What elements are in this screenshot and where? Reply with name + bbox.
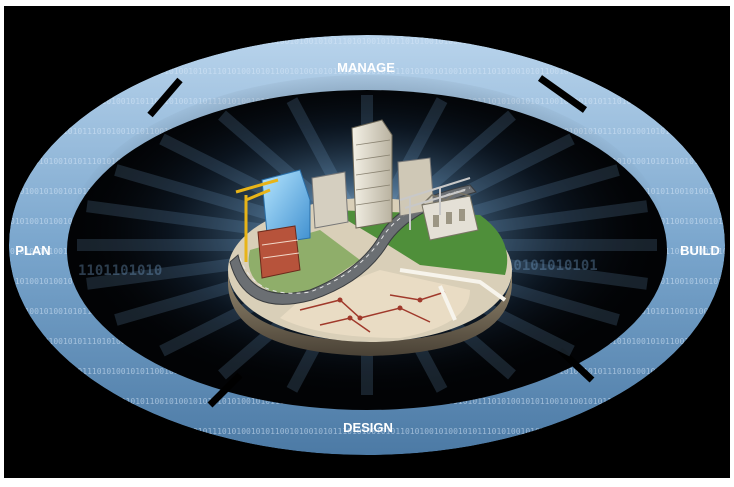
binary-texture-row: 0101001010010101110101001010110010100101… xyxy=(10,37,734,46)
stage-label-plan: PLAN xyxy=(15,243,50,258)
stage-label-manage: MANAGE xyxy=(337,60,395,75)
stage-label-build: BUILD xyxy=(680,243,720,258)
skyscraper-icon xyxy=(351,119,393,229)
crane-icon xyxy=(235,178,279,262)
stage-label-design: DESIGN xyxy=(343,420,393,435)
bridge-icon xyxy=(399,177,471,230)
factory-icon xyxy=(421,191,479,241)
svg-text:1101101010: 1101101010 xyxy=(78,263,162,279)
brick-building-icon xyxy=(257,225,301,279)
inner-binary-streams: 1101101010 10101010101 xyxy=(78,258,598,279)
city-icon xyxy=(228,119,512,356)
highway-icon xyxy=(229,184,477,305)
binary-texture-row: 0101001010010101110101001010110010100101… xyxy=(10,427,734,436)
binary-texture-row: 0101001010010101110101001010110010100101… xyxy=(10,67,734,76)
svg-text:10101010101: 10101010101 xyxy=(505,258,598,274)
